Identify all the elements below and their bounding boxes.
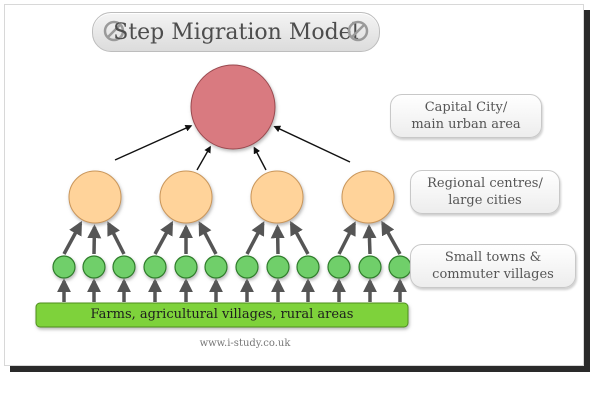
small-town-node	[235, 255, 259, 279]
migration-arrow	[196, 145, 211, 171]
regional-arrows	[114, 124, 351, 171]
migration-arrow	[245, 221, 265, 255]
migration-arrow	[381, 220, 402, 255]
rural-base-bar	[35, 302, 409, 328]
title-banner: Step Migration Model	[92, 12, 380, 52]
small-town-node	[143, 255, 167, 279]
small-town-node	[112, 255, 136, 279]
migration-arrow	[62, 220, 83, 255]
small-town-node	[266, 255, 290, 279]
migration-arrow	[337, 221, 356, 255]
capital-label-text: Capital City/ main urban area	[411, 100, 521, 132]
small-towns	[52, 255, 412, 279]
capital-city-node	[190, 64, 276, 150]
small-town-node	[388, 255, 412, 279]
migration-arrow	[114, 124, 193, 161]
small-town-node	[327, 255, 351, 279]
base-arrows	[57, 278, 407, 302]
regional-centre-node	[68, 170, 122, 224]
small-town-node	[296, 255, 320, 279]
migration-arrow	[153, 220, 174, 255]
no-entry-icon	[103, 20, 125, 42]
migration-arrow	[289, 220, 310, 255]
regional-label: Regional centres/ large cities	[410, 170, 560, 214]
towns-label-text: Small towns & commuter villages	[432, 250, 554, 282]
regional-centre-node	[250, 170, 304, 224]
base-label: Farms, agricultural villages, rural area…	[90, 307, 354, 322]
town-arrows	[62, 220, 402, 255]
regional-centre-node	[341, 170, 395, 224]
small-town-node	[82, 255, 106, 279]
no-entry-icon	[347, 20, 369, 42]
towns-label: Small towns & commuter villages	[410, 244, 576, 288]
migration-arrow	[253, 146, 267, 171]
diagram-title: Step Migration Model	[113, 20, 359, 45]
small-town-node	[52, 255, 76, 279]
small-town-node	[204, 255, 228, 279]
regional-centres	[68, 170, 395, 224]
small-town-node	[174, 255, 198, 279]
migration-arrow	[273, 125, 351, 163]
migration-arrow	[362, 224, 377, 255]
small-town-node	[358, 255, 382, 279]
migration-arrow	[198, 221, 218, 255]
migration-arrow	[107, 221, 126, 255]
regional-centre-node	[159, 170, 213, 224]
regional-label-text: Regional centres/ large cities	[427, 176, 543, 208]
capital-label: Capital City/ main urban area	[390, 94, 542, 138]
website-credit: www.i-study.co.uk	[199, 338, 291, 349]
